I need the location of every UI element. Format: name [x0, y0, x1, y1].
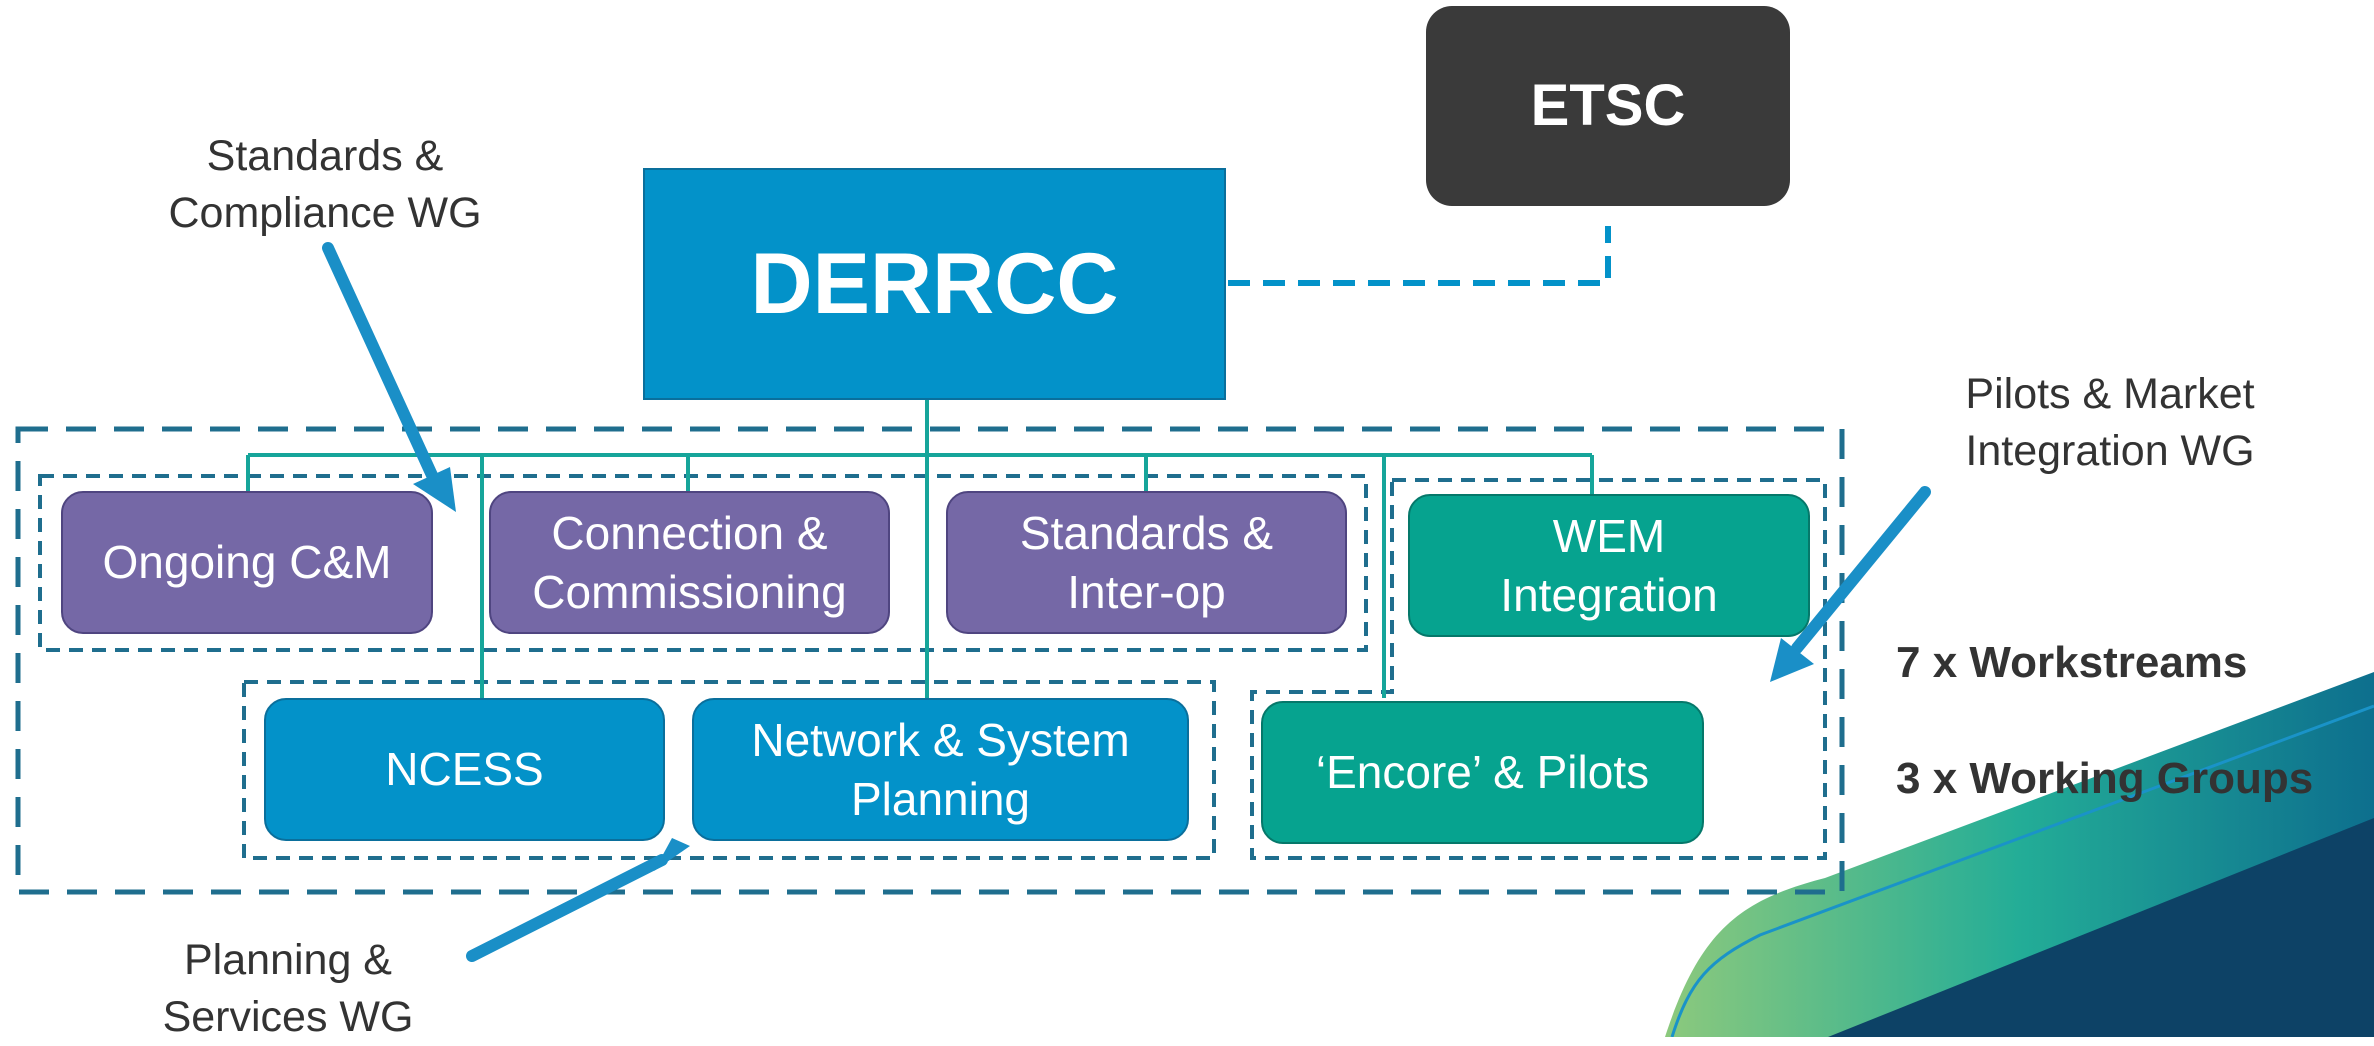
planning-services-group-border — [242, 680, 1216, 860]
label-pilots-market-integration-wg: Pilots & Market Integration WG — [1965, 370, 2255, 475]
derrcc-box: DERRCC — [643, 168, 1226, 400]
workstream-encore-pilots: ‘Encore’ & Pilots — [1261, 701, 1704, 844]
label-standards-compliance-wg: Standards & Compliance WG — [168, 132, 482, 237]
workstream-wem-integration: WEM Integration — [1408, 494, 1810, 637]
standards-compliance-group-border — [38, 474, 1368, 652]
pilots-market-group-border — [1250, 478, 1827, 860]
workstream-standards-interop: Standards & Inter-op — [946, 491, 1347, 634]
workstream-ongoing-cm: Ongoing C&M — [61, 491, 433, 634]
workstream-network-system-planning: Network & System Planning — [692, 698, 1189, 841]
summary-counts: 7 x Workstreams 3 x Working Groups — [1896, 576, 2356, 866]
arrow-standards-compliance — [322, 242, 456, 512]
etsc-box: ETSC — [1426, 6, 1790, 206]
decorative-corner-swoosh — [1665, 672, 2374, 1037]
arrow-planning-services — [466, 838, 690, 962]
workstream-ncess: NCESS — [264, 698, 665, 841]
summary-workstreams: 7 x Workstreams — [1896, 638, 2248, 688]
connector-tree — [246, 398, 1594, 698]
arrow-pilots-market — [1770, 486, 1931, 682]
summary-working-groups: 3 x Working Groups — [1896, 754, 2314, 804]
outer-program-border — [15, 426, 1845, 895]
label-planning-services-wg: Planning & Services WG — [162, 936, 414, 1041]
workstream-connection-commissioning: Connection & Commissioning — [489, 491, 890, 634]
derrcc-etsc-dashed-link — [1228, 226, 1611, 286]
